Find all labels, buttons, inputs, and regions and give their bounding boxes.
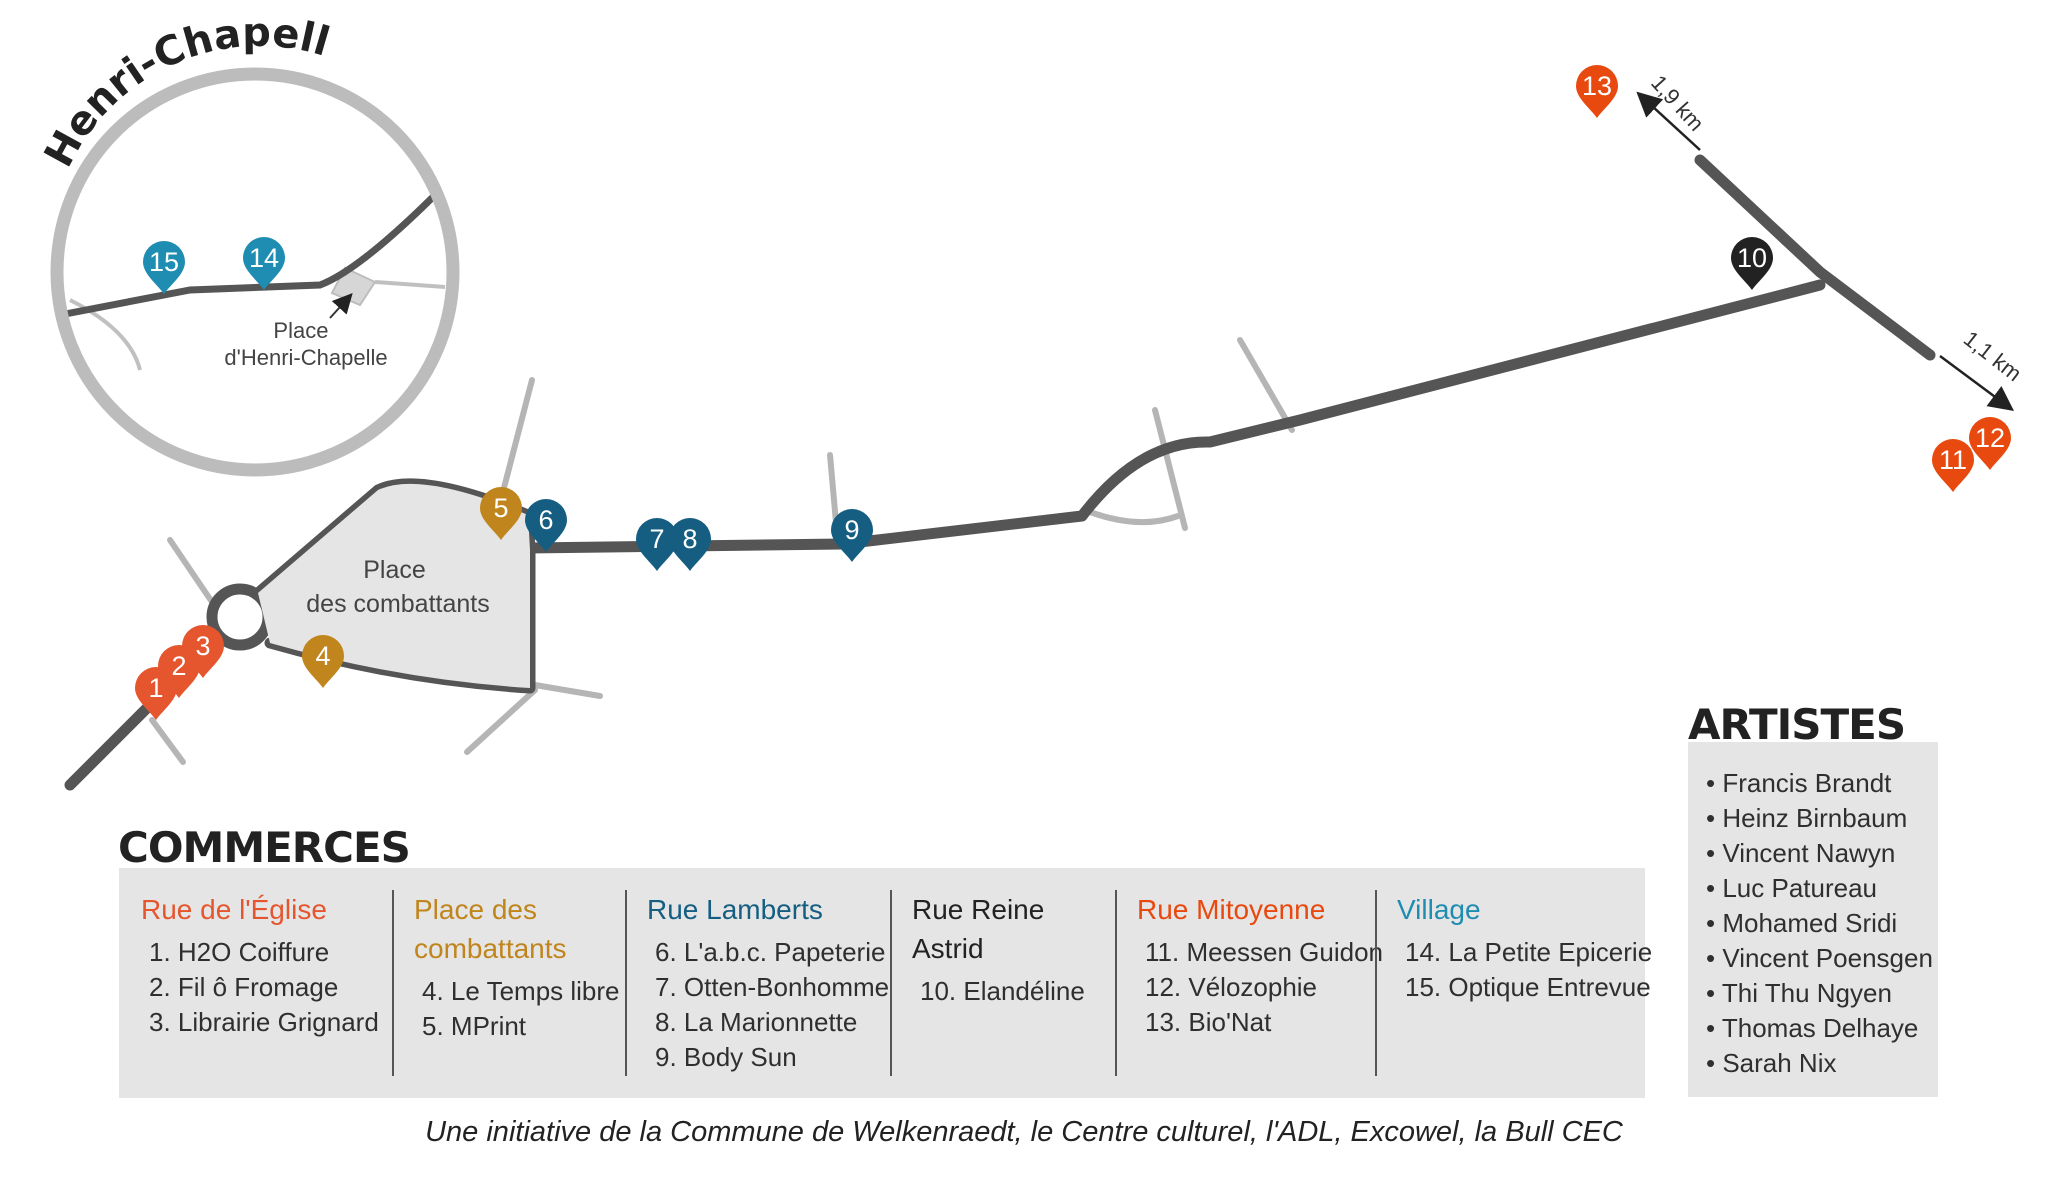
map-pin-14[interactable]: 14	[243, 237, 285, 290]
column-list: 4. Le Temps libre 5. MPrint	[414, 974, 620, 1044]
column-list: 11. Meessen Guidon 12. Vélozophie 13. Bio'…	[1137, 935, 1383, 1040]
column-title: Rue Mitoyenne	[1137, 894, 1326, 925]
list-item: 11. Meessen Guidon	[1145, 937, 1383, 967]
list-item: Vincent Poensgen	[1706, 941, 1938, 976]
list-item: 4. Le Temps libre	[422, 976, 620, 1006]
list-item: 2. Fil ô Fromage	[149, 972, 339, 1002]
column-rue-mitoyenne: Rue Mitoyenne 11. Meessen Guidon 12. Vélo…	[1115, 868, 1383, 1098]
map-pin-5[interactable]: 5	[480, 487, 522, 540]
distance-arrow-east	[1939, 354, 2015, 411]
map-pin-8[interactable]: 8	[669, 518, 711, 571]
svg-text:Place d'Henri-Chapelle: Place d'Henri-Chapelle	[224, 318, 387, 370]
pin-marker-icon	[831, 509, 873, 562]
pin-number: 1	[148, 673, 163, 703]
map-pin-3[interactable]: 3	[182, 625, 224, 678]
list-item: 10. Elandéline	[920, 976, 1085, 1006]
artistes-panel: Francis BrandtHeinz BirnbaumVincent Nawy…	[1688, 742, 1938, 1097]
column-title: Place des combattants	[414, 894, 567, 964]
pin-number: 3	[195, 631, 210, 661]
list-item: Luc Patureau	[1706, 871, 1938, 906]
map-pin-11[interactable]: 11	[1932, 439, 1974, 492]
column-list: 1. H2O Coiffure 2. Fil ô Fromage 3. Librai…	[141, 935, 382, 1040]
list-item: 9. Body Sun	[655, 1042, 797, 1072]
pin-marker-icon	[669, 518, 711, 571]
list-item: Vincent Nawyn	[1706, 836, 1938, 871]
pin-number: 5	[493, 493, 508, 523]
pin-number: 12	[1975, 423, 2005, 453]
pin-number: 10	[1737, 243, 1767, 273]
pin-number: 14	[249, 243, 279, 273]
list-item: Mohamed Sridi	[1706, 906, 1938, 941]
map-pin-13[interactable]: 13	[1576, 65, 1618, 118]
list-item: 7. Otten-Bonhomme	[655, 972, 890, 1002]
pin-marker-icon	[302, 635, 344, 688]
column-title: Village	[1397, 894, 1481, 925]
map-pin-10[interactable]: 10	[1731, 237, 1773, 290]
list-item: 13. Bio'Nat	[1145, 1007, 1272, 1037]
artistes-title: ARTISTES	[1688, 700, 1906, 749]
pin-marker-icon	[243, 237, 285, 290]
column-rue-eglise: Rue de l'Église 1. H2O Coiffure 2. Fil ô …	[119, 868, 392, 1098]
column-list: 10. Elandéline	[912, 974, 1105, 1009]
square-label: Place des combattants	[306, 556, 489, 618]
column-title: Rue de l'Église	[141, 894, 327, 925]
pin-marker-icon	[525, 499, 567, 552]
credit-line: Une initiative de la Commune de Welkenra…	[425, 1116, 1623, 1148]
pin-marker-icon	[1932, 439, 1974, 492]
column-title: Rue Lamberts	[647, 894, 823, 925]
pin-number: 15	[149, 247, 179, 277]
pin-number: 9	[844, 515, 859, 545]
pin-marker-icon	[1731, 237, 1773, 290]
list-item: 6. L'a.b.c. Papeterie	[655, 937, 886, 967]
column-list: 14. La Petite Epicerie 15. Optique Entrev…	[1397, 935, 1653, 1005]
map-pin-9[interactable]: 9	[831, 509, 873, 562]
pin-marker-icon	[1969, 417, 2011, 470]
pin-marker-icon	[1576, 65, 1618, 118]
distance-arrow-north	[1636, 91, 1701, 151]
column-village: Village 14. La Petite Epicerie 15. Optiqu…	[1375, 868, 1653, 1098]
map-pin-4[interactable]: 4	[302, 635, 344, 688]
column-title: Rue Reine Astrid	[912, 894, 1045, 964]
pin-marker-icon	[143, 241, 185, 294]
pin-number: 6	[538, 505, 553, 535]
column-rue-reine-astrid: Rue Reine Astrid 10. Elandéline	[890, 868, 1115, 1098]
column-rue-lamberts: Rue Lamberts 6. L'a.b.c. Papeterie 7. Ott…	[625, 868, 890, 1098]
list-item: Heinz Birnbaum	[1706, 801, 1938, 836]
list-item: 15. Optique Entrevue	[1405, 972, 1651, 1002]
pin-marker-icon	[182, 625, 224, 678]
list-item: 8. La Marionnette	[655, 1007, 858, 1037]
pin-number: 8	[682, 524, 697, 554]
list-item: Thi Thu Ngyen	[1706, 976, 1938, 1011]
pin-marker-icon	[480, 487, 522, 540]
pin-marker-icon	[636, 518, 678, 571]
commerces-panel: Rue de l'Église 1. H2O Coiffure 2. Fil ô …	[119, 868, 1653, 1098]
pin-number: 2	[171, 651, 186, 681]
column-place-combattants: Place des combattants 4. Le Temps libre 5…	[392, 868, 625, 1098]
list-item: 5. MPrint	[422, 1011, 527, 1041]
map-pin-7[interactable]: 7	[636, 518, 678, 571]
list-item: 1. H2O Coiffure	[149, 937, 330, 967]
list-item: 14. La Petite Epicerie	[1405, 937, 1653, 967]
distance-label-north: 1,9 km	[1646, 70, 1709, 136]
map-pin-15[interactable]: 15	[143, 241, 185, 294]
commerces-title: COMMERCES	[118, 823, 411, 872]
map-pin-12[interactable]: 12	[1969, 417, 2011, 470]
list-item: 12. Vélozophie	[1145, 972, 1318, 1002]
list-item: Sarah Nix	[1706, 1046, 1938, 1081]
list-item: Francis Brandt	[1706, 766, 1938, 801]
artistes-list: Francis BrandtHeinz BirnbaumVincent Nawy…	[1706, 766, 1938, 1081]
pin-number: 7	[649, 524, 664, 554]
column-list: 6. L'a.b.c. Papeterie 7. Otten-Bonhomme 8.…	[647, 935, 890, 1075]
map-pin-6[interactable]: 6	[525, 499, 567, 552]
list-item: Thomas Delhaye	[1706, 1011, 1938, 1046]
pin-number: 4	[315, 641, 330, 671]
pin-number: 11	[1939, 445, 1967, 475]
pin-number: 13	[1582, 71, 1612, 101]
list-item: 3. Librairie Grignard	[149, 1007, 379, 1037]
